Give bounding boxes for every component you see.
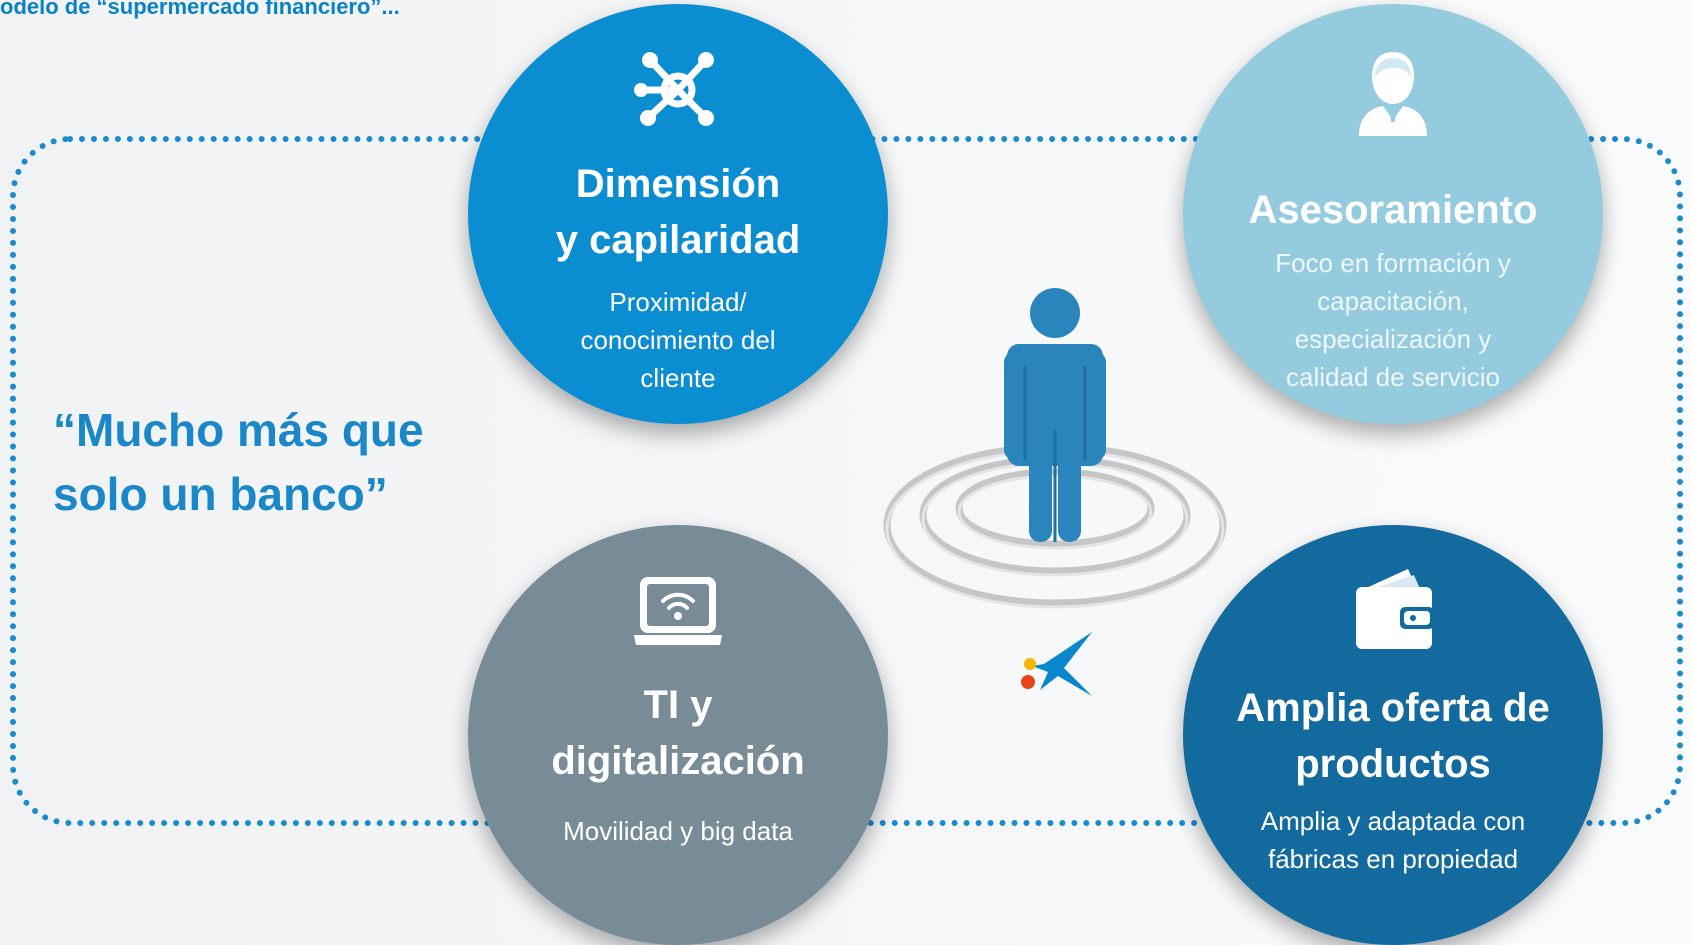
network-hub-icon — [634, 52, 714, 126]
star-logo-icon — [1021, 632, 1092, 696]
pillar-title: Asesoramiento — [1183, 182, 1603, 238]
pillar-desc-line: cliente — [640, 363, 716, 393]
pillar-description: Foco en formación y capacitación, especi… — [1183, 244, 1603, 396]
pillar-desc-line: conocimiento del — [580, 325, 776, 355]
pillar-desc-line: Amplia y adaptada con — [1260, 806, 1526, 836]
pillar-desc-line: fábricas en propiedad — [1267, 844, 1519, 874]
pillar-title-line: digitalización — [551, 739, 805, 783]
pillar-desc-line: capacitación, — [1317, 286, 1469, 316]
pillar-title: Dimensión y capilaridad — [468, 156, 888, 268]
pillar-title-line: Asesoramiento — [1248, 188, 1538, 232]
slogan-line: solo un banco” — [53, 468, 388, 520]
pillar-title: TI y digitalización — [468, 677, 888, 789]
pillar-title-line: y capilaridad — [555, 218, 801, 262]
pillar-it-digital: TI y digitalización Movilidad y big data — [468, 525, 888, 945]
pillar-desc-line: calidad de servicio — [1286, 362, 1500, 392]
pillar-description: Movilidad y big data — [468, 812, 888, 850]
pillar-desc-line: Foco en formación y — [1275, 248, 1511, 278]
pillar-desc-line: Proximidad/ — [609, 287, 747, 317]
slogan: “Mucho más que solo un banco” — [53, 398, 473, 526]
wallet-icon — [1356, 569, 1434, 649]
advisor-person-icon — [1359, 52, 1427, 136]
header-text: odelo de “supermercado financiero”... — [0, 0, 400, 19]
slogan-line: “Mucho más que — [53, 404, 424, 456]
person-on-rings-icon — [883, 288, 1227, 609]
pillar-advisory: Asesoramiento Foco en formación y capaci… — [1183, 4, 1603, 424]
pillar-title: Amplia oferta de productos — [1183, 680, 1603, 792]
pillar-desc-line: especialización y — [1294, 324, 1492, 354]
pillar-title-line: Dimensión — [575, 162, 781, 206]
pillar-dimension: Dimensión y capilaridad Proximidad/ cono… — [468, 4, 888, 424]
laptop-wifi-icon — [634, 577, 722, 645]
pillar-title-line: TI y — [643, 683, 713, 727]
pillar-description: Amplia y adaptada con fábricas en propie… — [1183, 802, 1603, 878]
pillar-products: Amplia oferta de productos Amplia y adap… — [1183, 525, 1603, 945]
pillar-title-line: Amplia oferta de — [1236, 686, 1550, 730]
pillar-title-line: productos — [1295, 742, 1491, 786]
pillar-description: Proximidad/ conocimiento del cliente — [468, 283, 888, 397]
pillar-desc-line: Movilidad y big data — [563, 816, 793, 846]
